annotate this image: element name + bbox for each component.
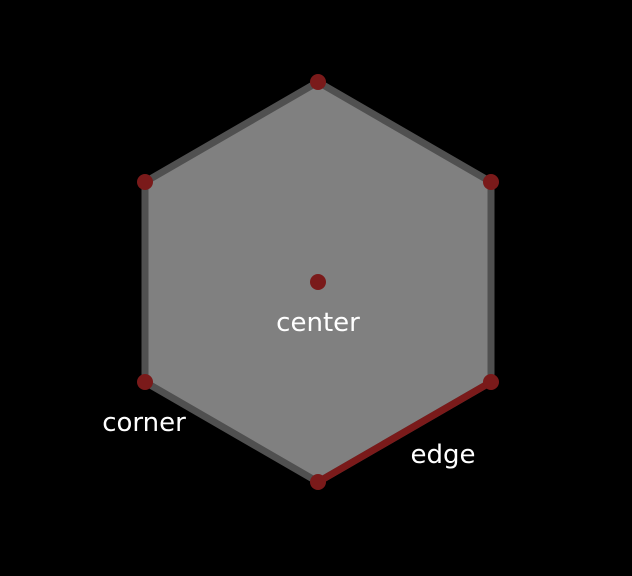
center-point <box>310 274 326 290</box>
edge-label: edge <box>411 440 476 470</box>
corner-label: corner <box>102 408 186 438</box>
center-label: center <box>276 308 360 338</box>
highlighted-edge <box>314 378 495 486</box>
corner-point <box>137 374 153 390</box>
corner-point <box>310 474 326 490</box>
corner-point <box>137 174 153 190</box>
corner-point <box>483 174 499 190</box>
corner-point <box>310 74 326 90</box>
corner-point <box>483 374 499 390</box>
